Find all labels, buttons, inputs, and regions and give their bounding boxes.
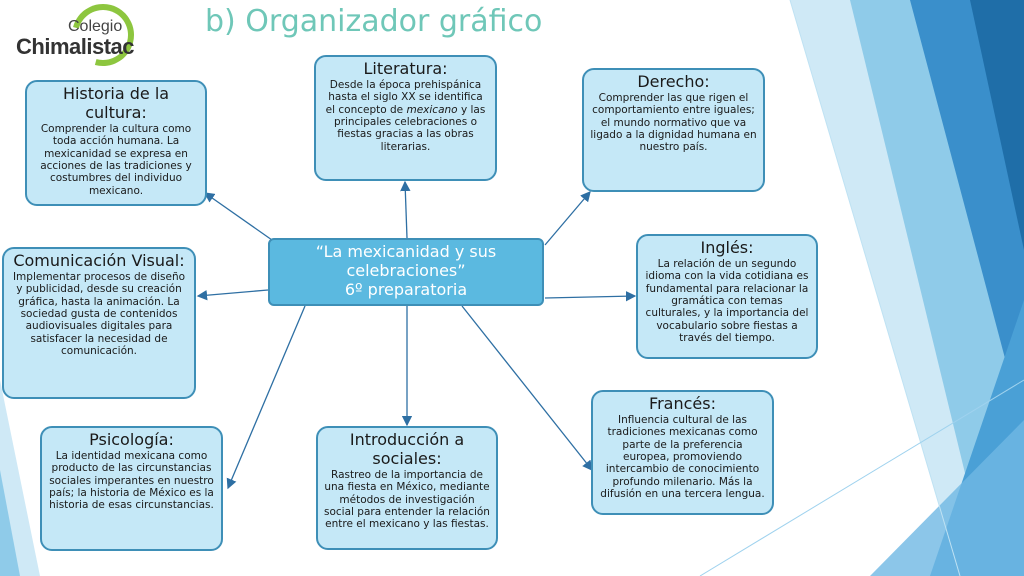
central-topic-line2: celebraciones” xyxy=(346,261,466,281)
colegio-logo: Colegio Chimalistac xyxy=(12,0,146,78)
node-introduccion-heading: Introducción a sociales: xyxy=(349,430,465,468)
node-ingles-heading: Inglés: xyxy=(700,238,754,257)
node-introduccion-body: Rastreo de la importancia de una fiesta … xyxy=(324,468,490,531)
node-comunicacion-heading: Comunicación Visual: xyxy=(13,251,185,270)
central-topic-line3: 6º preparatoria xyxy=(344,280,468,300)
node-derecho-body: Comprender las que rigen el comportamien… xyxy=(590,91,757,154)
node-literatura-body: Desde la época prehispánica hasta el sig… xyxy=(322,79,489,153)
logo-top-text: Colegio xyxy=(68,18,123,35)
node-historia-heading: Historia de la cultura: xyxy=(62,84,170,122)
literatura-body-post: y las principales celebraciones o fiesta… xyxy=(333,103,486,153)
slide-title: b) Organizador gráfico xyxy=(205,4,543,39)
node-derecho: Derecho: Comprender las que rigen el com… xyxy=(582,68,765,192)
node-introduccion-sociales: Introducción a sociales: Rastreo de la i… xyxy=(316,426,498,550)
node-comunicacion-body: Implementar procesos de diseño y publici… xyxy=(12,270,186,358)
node-comunicacion-visual: Comunicación Visual: Implementar proceso… xyxy=(2,247,196,399)
central-topic: “La mexicanidad y sus celebraciones” 6º … xyxy=(268,238,544,306)
node-frances-body: Influencia cultural de las tradiciones m… xyxy=(600,413,765,501)
node-psicologia: Psicología: La identidad mexicana como p… xyxy=(40,426,223,551)
literatura-body-pre: Desde la época prehispánica hasta el sig… xyxy=(325,78,483,116)
literatura-body-em: mexicano xyxy=(406,103,458,116)
node-literatura: Literatura: Desde la época prehispánica … xyxy=(314,55,497,181)
node-ingles: Inglés: La relación de un segundo idioma… xyxy=(636,234,818,359)
node-frances-heading: Francés: xyxy=(649,394,716,413)
node-frances: Francés: Influencia cultural de las trad… xyxy=(591,390,774,515)
central-topic-line1: “La mexicanidad y sus xyxy=(315,242,497,261)
logo-main-text: Chimalistac xyxy=(16,34,135,59)
node-literatura-heading: Literatura: xyxy=(363,59,448,78)
node-derecho-heading: Derecho: xyxy=(637,72,710,91)
node-psicologia-body: La identidad mexicana como producto de l… xyxy=(49,449,214,512)
node-historia: Historia de la cultura: Comprender la cu… xyxy=(25,80,207,206)
node-historia-body: Comprender la cultura como toda acción h… xyxy=(40,122,192,197)
node-ingles-body: La relación de un segundo idioma con la … xyxy=(645,257,809,345)
node-psicologia-heading: Psicología: xyxy=(89,430,174,449)
